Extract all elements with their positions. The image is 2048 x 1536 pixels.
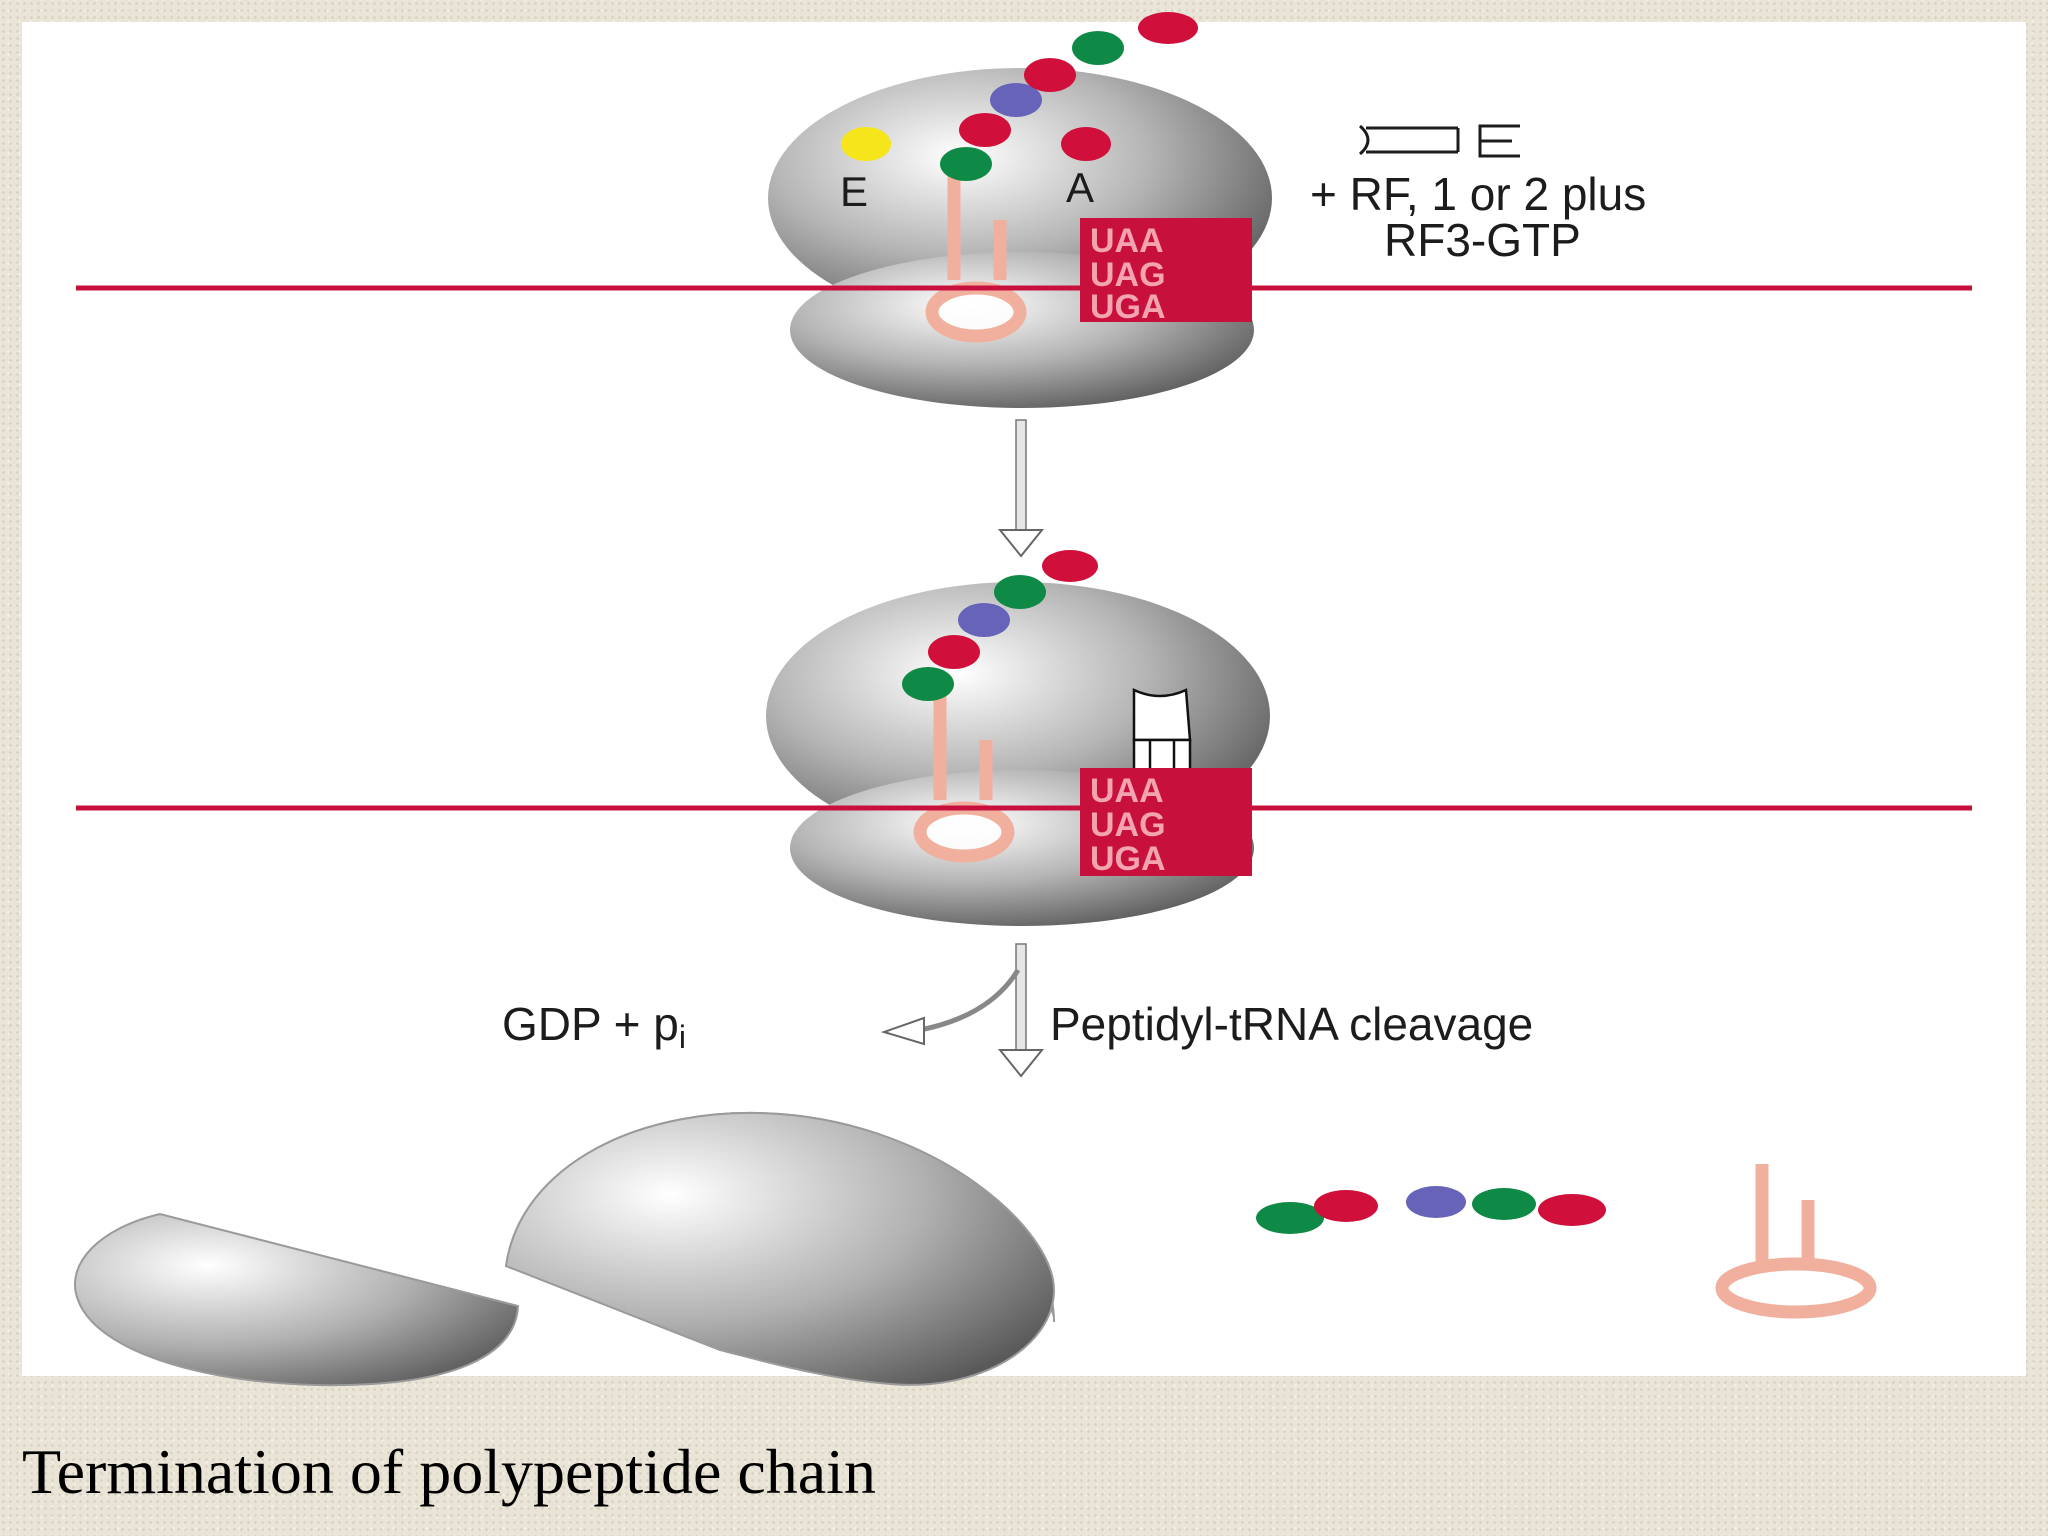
bead-red — [1538, 1194, 1606, 1226]
codon-uaa: UAA — [1090, 222, 1164, 260]
e-site-bead-yellow — [841, 127, 891, 161]
bead-blue — [990, 83, 1042, 117]
bead-red — [1138, 12, 1198, 44]
release-factor-bound — [1132, 688, 1192, 772]
site-a-label: A — [1066, 164, 1094, 211]
bead-red — [959, 113, 1011, 147]
codon-uga: UGA — [1090, 840, 1166, 878]
bead-green — [1072, 31, 1124, 65]
bead-green — [994, 575, 1046, 609]
bead-red — [1024, 58, 1076, 92]
codon-box — [1080, 218, 1252, 322]
bead-blue — [1406, 1186, 1466, 1218]
bead-red — [1314, 1190, 1378, 1222]
reagent-line2: RF3-GTP — [1384, 214, 1581, 266]
release-factor-icon — [1358, 124, 1520, 158]
codon-uag: UAG — [1090, 806, 1166, 844]
bead-green — [902, 667, 954, 701]
reagent-line1: + RF, 1 or 2 plus — [1310, 168, 1646, 220]
codon-uaa: UAA — [1090, 772, 1164, 810]
step2-peptide-chain — [902, 550, 1098, 701]
site-e-label: E — [840, 168, 868, 215]
bead-green — [940, 147, 992, 181]
byproduct-text: GDP + p — [502, 998, 679, 1050]
bead-green — [1472, 1188, 1536, 1220]
byproduct-arrow — [880, 968, 1021, 1046]
step2-stop-codons: UAA UAG UGA — [1080, 768, 1252, 878]
process-label: Peptidyl-tRNA cleavage — [1050, 998, 1533, 1050]
byproduct-label: GDP + pi — [502, 998, 686, 1055]
a-site-bead-red — [1061, 127, 1111, 161]
codon-uag: UAG — [1090, 256, 1166, 294]
bead-blue — [958, 603, 1010, 637]
slide-caption: Termination of polypeptide chain — [22, 1436, 876, 1507]
codon-box — [1080, 768, 1252, 876]
bead-red — [1042, 550, 1098, 582]
step-arrow-2 — [997, 943, 1045, 1078]
step-arrow-1 — [997, 419, 1045, 558]
bead-green — [1256, 1202, 1324, 1234]
large-subunit-body — [504, 1112, 1056, 1386]
codon-uga: UGA — [1090, 288, 1166, 326]
released-trna — [1715, 1164, 1877, 1319]
step1-stop-codons: UAA UAG UGA — [1080, 218, 1252, 326]
byproduct-subscript: i — [679, 1019, 686, 1055]
bead-red — [928, 635, 980, 669]
released-small-subunit — [73, 1212, 520, 1387]
released-polypeptide — [1256, 1186, 1606, 1234]
step1-peptide-chain — [940, 12, 1198, 181]
